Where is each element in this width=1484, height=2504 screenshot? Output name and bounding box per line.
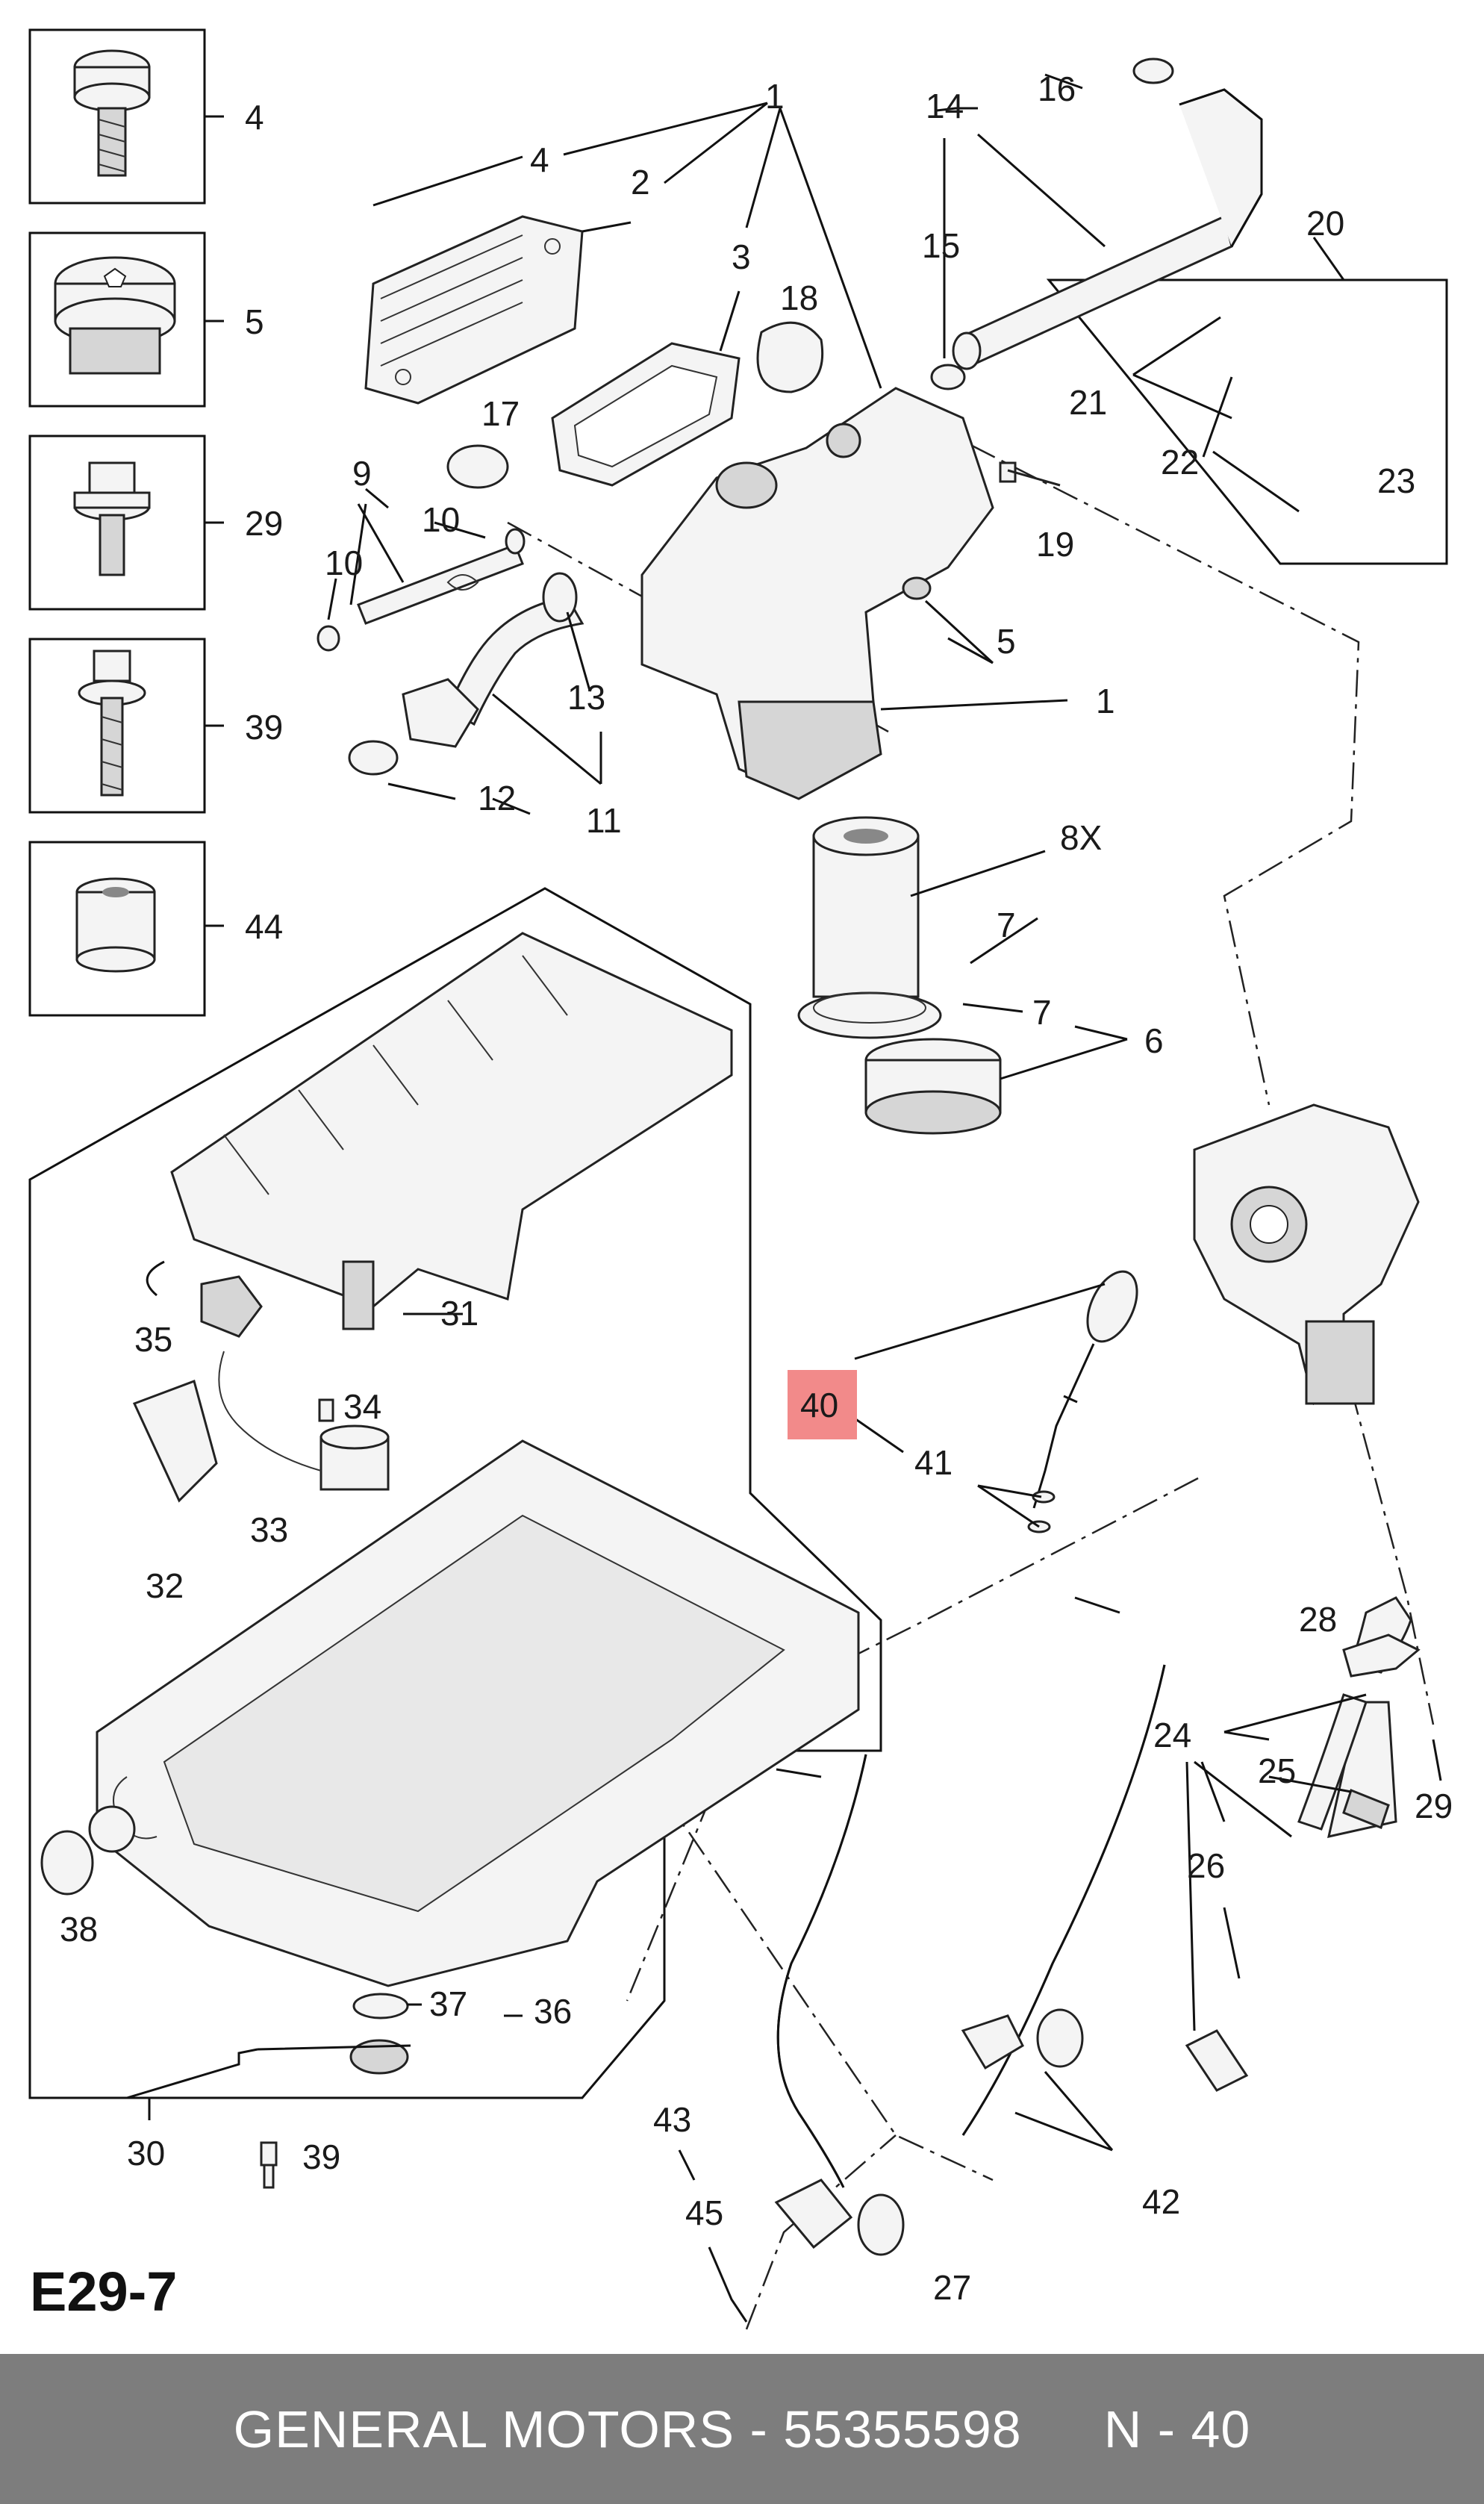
callout-9: 9 xyxy=(352,454,372,493)
callout-15: 15 xyxy=(922,226,960,265)
legend-box-4: 4 xyxy=(28,28,264,205)
diagram-code: E29-7 xyxy=(30,2261,177,2323)
callout-11: 11 xyxy=(586,801,622,840)
callout-12: 12 xyxy=(478,779,516,817)
torx-screw-icon xyxy=(73,49,151,177)
callout-16: 16 xyxy=(1038,69,1076,108)
return-pipe-part xyxy=(930,57,1263,390)
footer-text: GENERAL MOTORS - 55355598 N - 40 xyxy=(234,2399,1251,2459)
footer-position: N - 40 xyxy=(1103,2399,1251,2458)
washer-37-part xyxy=(352,1993,409,2019)
callout-20: 20 xyxy=(1306,204,1344,243)
baffle-31-part xyxy=(170,932,733,1330)
filter-element-part xyxy=(797,816,942,1039)
long-hex-bolt-icon xyxy=(78,650,146,797)
legend-label-29: 29 xyxy=(245,504,283,543)
footer-bar: GENERAL MOTORS - 55355598 N - 40 xyxy=(0,2354,1484,2504)
connector-35-part xyxy=(200,1275,263,1338)
callout-40: 40 xyxy=(800,1386,838,1424)
bolt-34-part xyxy=(318,1398,334,1422)
callout-14: 14 xyxy=(926,87,964,125)
callout-10-left: 10 xyxy=(325,544,363,582)
callout-2: 2 xyxy=(631,163,650,202)
callout-36: 36 xyxy=(534,1992,572,2031)
callout-38: 38 xyxy=(60,1910,98,1949)
callout-33: 33 xyxy=(250,1510,288,1549)
dipstick-part xyxy=(1032,1270,1138,1509)
plug-5-part xyxy=(902,576,932,600)
legend-box-39: 39 xyxy=(28,638,283,814)
callout-8x: 8X xyxy=(1060,818,1102,857)
seal-18-part xyxy=(756,321,824,393)
legend-box-29: 29 xyxy=(28,435,283,611)
callout-27: 27 xyxy=(933,2268,971,2307)
callout-10-right: 10 xyxy=(422,500,460,539)
legend-label-39: 39 xyxy=(245,708,283,747)
threaded-plug-icon xyxy=(54,256,176,375)
callout-41: 41 xyxy=(914,1443,953,1482)
callout-42: 42 xyxy=(1142,2182,1180,2221)
callout-22: 22 xyxy=(1161,443,1199,482)
egr-assembly-part xyxy=(1193,1103,1420,1406)
callout-23: 23 xyxy=(1377,461,1415,500)
gasket-part xyxy=(551,342,741,487)
footer-separator: - xyxy=(735,2399,784,2458)
hex-flange-bolt-icon xyxy=(73,461,151,576)
seal-38-part xyxy=(40,1830,94,1896)
callout-18: 18 xyxy=(780,278,818,317)
callout-4: 4 xyxy=(530,140,549,179)
callout-35: 35 xyxy=(134,1320,172,1359)
strainer-32-part xyxy=(132,1380,218,1503)
bolt-19-part xyxy=(999,461,1061,487)
callout-26: 26 xyxy=(1187,1846,1225,1885)
legend-label-4: 4 xyxy=(245,98,264,137)
callout-31: 31 xyxy=(440,1294,478,1333)
oil-pan-part xyxy=(88,1439,860,1987)
sleeve-icon xyxy=(75,877,156,973)
o-ring-17-part xyxy=(446,444,509,489)
callout-39: 39 xyxy=(302,2137,340,2176)
callout-13: 13 xyxy=(567,678,605,717)
gasket-28-part xyxy=(1342,1633,1421,1678)
callout-29: 29 xyxy=(1415,1787,1453,1825)
highlight-box-40 xyxy=(788,1370,857,1439)
drain-plug-36-part xyxy=(349,2039,409,2075)
legend-label-5: 5 xyxy=(245,302,264,341)
hose-11-part xyxy=(348,572,584,776)
oil-cooler-part xyxy=(364,215,584,405)
callout-7-lower: 7 xyxy=(1032,993,1052,1032)
legend-box-44: 44 xyxy=(28,841,283,1017)
footer-brand: GENERAL MOTORS xyxy=(233,2399,735,2458)
footer-part-number: 55355598 xyxy=(783,2399,1022,2458)
callout-21: 21 xyxy=(1069,383,1107,422)
callout-1-lower: 1 xyxy=(1096,682,1115,720)
callout-5: 5 xyxy=(997,622,1016,661)
callout-30: 30 xyxy=(127,2134,165,2173)
sensor-33-part xyxy=(218,1351,390,1491)
callout-24: 24 xyxy=(1153,1716,1191,1754)
callout-1: 1 xyxy=(765,77,785,116)
callout-25: 25 xyxy=(1258,1751,1296,1790)
tube-9-part xyxy=(317,528,526,652)
callout-19: 19 xyxy=(1036,525,1074,564)
callout-32: 32 xyxy=(146,1566,184,1605)
callout-17: 17 xyxy=(481,394,520,433)
callout-45: 45 xyxy=(685,2193,723,2232)
filter-cap-part xyxy=(864,1038,1002,1135)
callout-7-upper: 7 xyxy=(997,906,1016,944)
callout-43: 43 xyxy=(653,2100,691,2139)
legend-box-5: 5 xyxy=(28,231,264,408)
dipstick-tube-part xyxy=(774,1596,1166,2256)
bolt-39-part xyxy=(260,2141,278,2189)
callout-28: 28 xyxy=(1299,1600,1337,1639)
callout-34: 34 xyxy=(343,1387,381,1426)
oil-filter-housing-part xyxy=(640,387,994,800)
legend-label-44: 44 xyxy=(245,907,283,946)
callout-6: 6 xyxy=(1144,1021,1164,1060)
callout-37: 37 xyxy=(429,1984,467,2023)
callout-3: 3 xyxy=(732,237,751,276)
